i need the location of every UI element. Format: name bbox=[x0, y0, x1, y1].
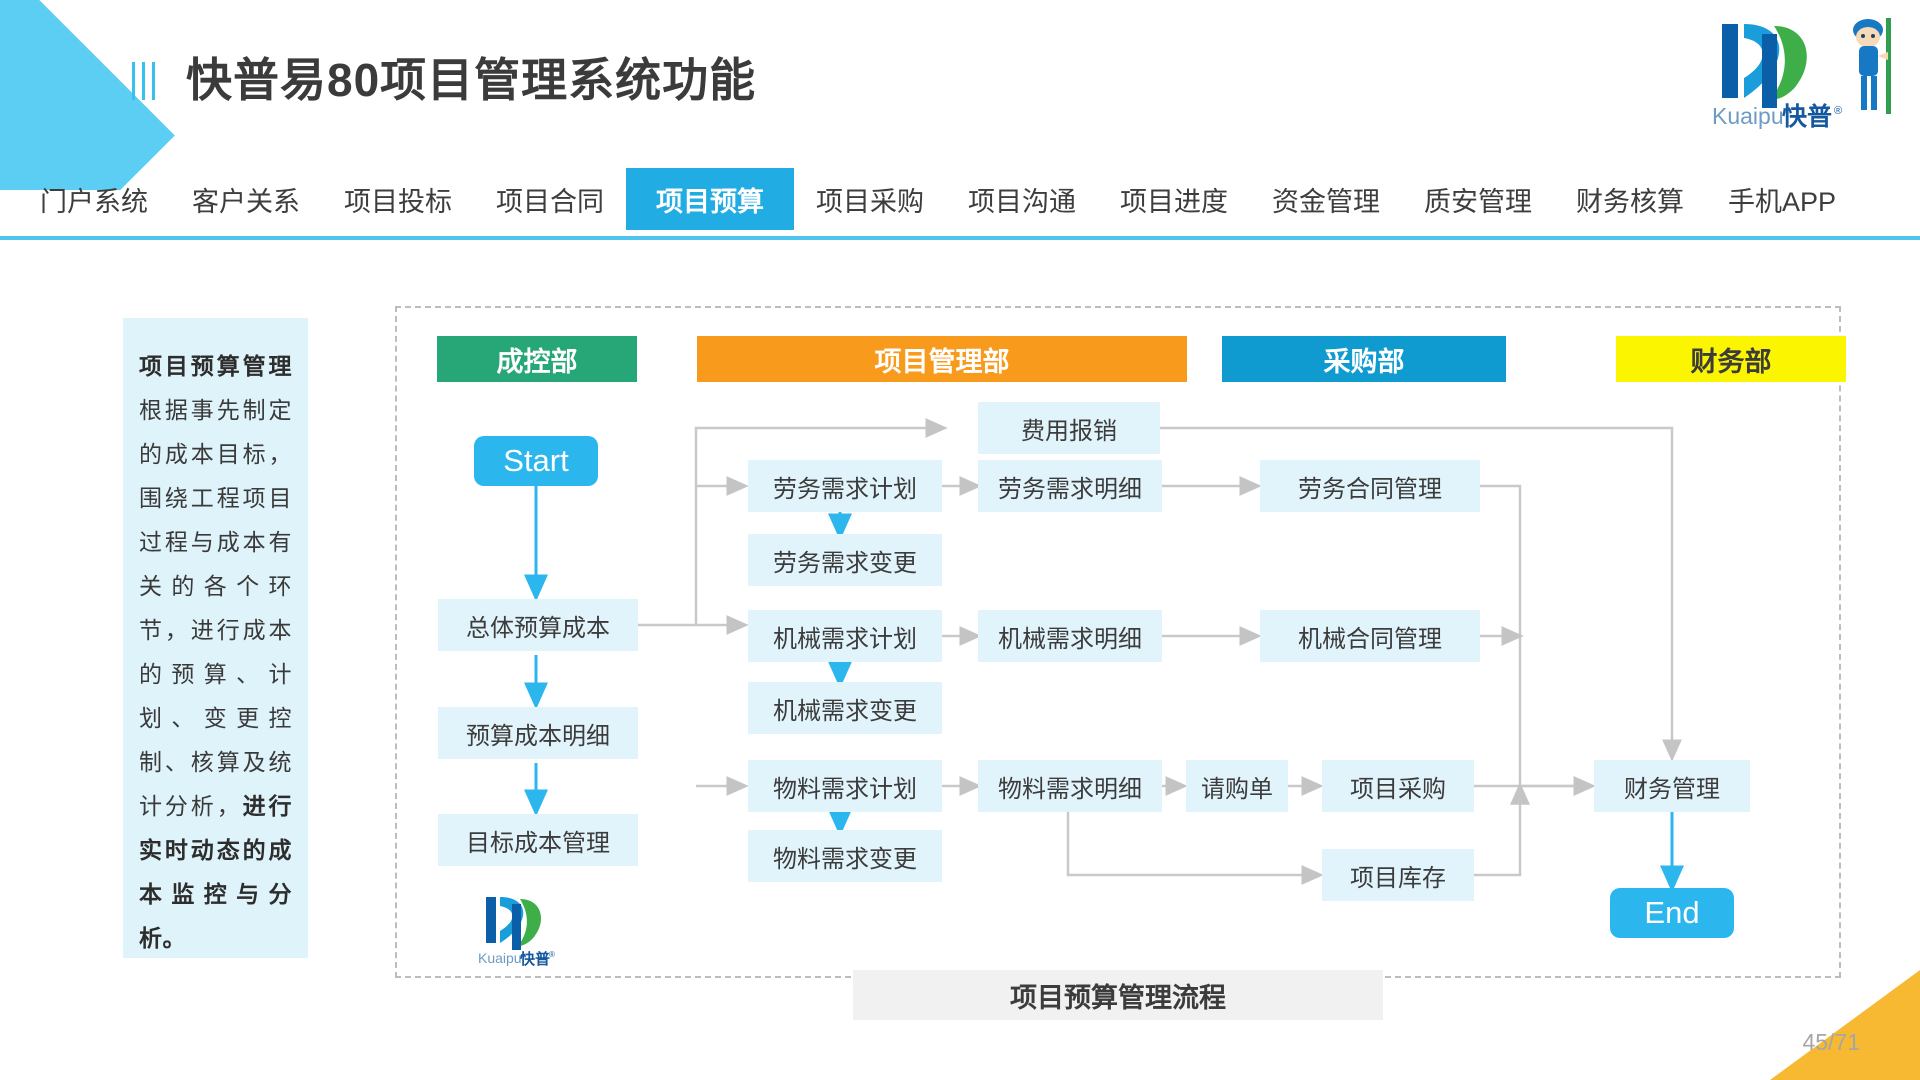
nav-item-7[interactable]: 项目进度 bbox=[1120, 186, 1228, 217]
flow-node-mubiao-chengben-guanli[interactable]: 目标成本管理 bbox=[438, 814, 638, 866]
description-tail: 进行实时动态的成本监控与分析。 bbox=[139, 793, 293, 951]
module-description-text: 项目预算管理根据事先制定的成本目标，围绕工程项目过程与成本有关的各个环节，进行成… bbox=[139, 344, 292, 960]
page-number: 45/71 bbox=[1802, 1029, 1860, 1055]
page-title: 快普易80项目管理系统功能 bbox=[186, 54, 757, 106]
title-bars-icon bbox=[132, 62, 155, 100]
flow-node-laowu-xuqiu-biangeng[interactable]: 劳务需求变更 bbox=[748, 534, 942, 586]
flow-node-caiwu-guanli[interactable]: 财务管理 bbox=[1594, 760, 1750, 812]
nav-item-2[interactable]: 项目投标 bbox=[344, 186, 452, 217]
nav-item-8[interactable]: 资金管理 bbox=[1272, 186, 1380, 217]
flow-node-laowu-hetong-guanli[interactable]: 劳务合同管理 bbox=[1260, 460, 1480, 512]
flow-node-jixie-xuqiu-biangeng[interactable]: 机械需求变更 bbox=[748, 682, 942, 734]
dept-header-caiwu: 财务部 bbox=[1616, 336, 1846, 382]
flow-start-terminal[interactable]: Start bbox=[474, 436, 598, 486]
dept-header-chengkong: 成控部 bbox=[437, 336, 637, 382]
flow-node-wuliao-xuqiu-jihua[interactable]: 物料需求计划 bbox=[748, 760, 942, 812]
svg-text:®: ® bbox=[549, 950, 555, 959]
nav-item-4[interactable]: 项目预算 bbox=[626, 168, 794, 230]
description-lead: 项目预算管理 bbox=[139, 353, 292, 379]
bottom-right-triangle-decoration bbox=[1770, 970, 1920, 1080]
module-nav[interactable]: 门户系统 客户关系 项目投标 项目合同项目预算项目采购 项目沟通 项目进度 资金管理 质安管理… bbox=[0, 168, 1920, 230]
flow-end-terminal[interactable]: End bbox=[1610, 888, 1734, 938]
flow-node-wuliao-xuqiu-mingxi[interactable]: 物料需求明细 bbox=[978, 760, 1162, 812]
nav-item-6[interactable]: 项目沟通 bbox=[968, 186, 1076, 217]
flow-node-zongti-yusuan-chengben[interactable]: 总体预算成本 bbox=[438, 599, 638, 651]
nav-item-5[interactable]: 项目采购 bbox=[816, 186, 924, 217]
nav-item-9[interactable]: 质安管理 bbox=[1424, 186, 1532, 217]
description-body: 根据事先制定的成本目标，围绕工程项目过程与成本有关的各个环节，进行成本的预算、计… bbox=[139, 397, 292, 819]
flow-node-qinggoudan[interactable]: 请购单 bbox=[1186, 760, 1288, 812]
flow-node-jixie-hetong-guanli[interactable]: 机械合同管理 bbox=[1260, 610, 1480, 662]
svg-text:快普: 快普 bbox=[520, 950, 550, 967]
flow-node-xiangmu-caigou[interactable]: 项目采购 bbox=[1322, 760, 1474, 812]
flow-node-jixie-xuqiu-mingxi[interactable]: 机械需求明细 bbox=[978, 610, 1162, 662]
svg-text:Kuaipu: Kuaipu bbox=[478, 950, 522, 966]
flowchart-caption: 项目预算管理流程 bbox=[853, 970, 1383, 1020]
nav-item-3[interactable]: 项目合同 bbox=[496, 186, 604, 217]
kuaipu-logo: Kuaipu 快普 ® bbox=[1704, 16, 1894, 136]
nav-item-11[interactable]: 手机APP bbox=[1728, 186, 1837, 217]
flow-node-yusuan-chengben-mingxi[interactable]: 预算成本明细 bbox=[438, 707, 638, 759]
flow-node-laowu-xuqiu-mingxi[interactable]: 劳务需求明细 bbox=[978, 460, 1162, 512]
flow-node-wuliao-xuqiu-biangeng[interactable]: 物料需求变更 bbox=[748, 830, 942, 882]
dept-header-xiangmuguanli: 项目管理部 bbox=[697, 336, 1187, 382]
flow-node-xiangmu-kucun[interactable]: 项目库存 bbox=[1322, 849, 1474, 901]
flow-node-laowu-xuqiu-jihua[interactable]: 劳务需求计划 bbox=[748, 460, 942, 512]
nav-item-0[interactable]: 门户系统 bbox=[40, 186, 148, 217]
kuaipu-watermark-logo: Kuaipu 快普 ® bbox=[476, 893, 580, 968]
page-header: 快普易80项目管理系统功能 Kuaipu 快普 ® bbox=[0, 0, 1920, 150]
flow-node-jixie-xuqiu-jihua[interactable]: 机械需求计划 bbox=[748, 610, 942, 662]
svg-text:Kuaipu: Kuaipu bbox=[1712, 103, 1784, 129]
nav-item-10[interactable]: 财务核算 bbox=[1576, 186, 1684, 217]
module-description-panel: 项目预算管理根据事先制定的成本目标，围绕工程项目过程与成本有关的各个环节，进行成… bbox=[123, 318, 308, 958]
svg-text:®: ® bbox=[1834, 105, 1842, 117]
nav-item-1[interactable]: 客户关系 bbox=[192, 186, 300, 217]
dept-header-caigou: 采购部 bbox=[1222, 336, 1506, 382]
nav-underline-rule bbox=[0, 236, 1920, 240]
flow-node-feiyong-baoxiao[interactable]: 费用报销 bbox=[978, 402, 1160, 454]
svg-text:快普: 快普 bbox=[1782, 102, 1832, 131]
